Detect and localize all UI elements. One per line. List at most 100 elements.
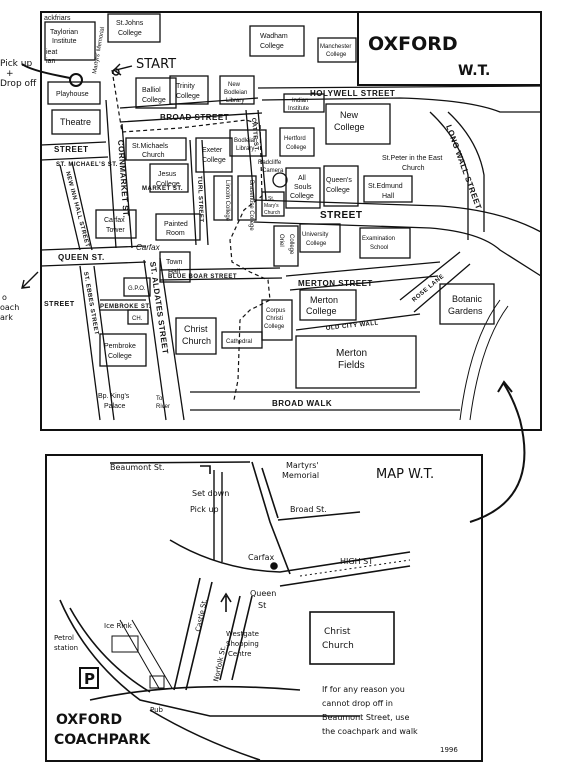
pub-block: [149, 675, 165, 689]
label-jesus-1: Jesus: [158, 171, 177, 178]
label-cathedral: Cathedral: [226, 339, 252, 345]
label-exeter-1: Exeter: [202, 147, 223, 154]
label-merton-college-1: Merton: [310, 295, 338, 305]
label-new-college-2: College: [334, 122, 365, 132]
building-new-college: [325, 103, 391, 145]
street-st-ebbes: [79, 265, 115, 421]
label-carfax: Carfax: [248, 553, 274, 562]
label-new-bodleian-1: New: [228, 82, 241, 88]
label-bodleian-1: Bodleian: [234, 138, 257, 144]
label-st-peter-1: St.Peter in the East: [382, 155, 442, 162]
note-line-3: Beaumont Street, use: [322, 713, 409, 722]
start-arrow-icon: [112, 63, 133, 76]
building-balliol: [135, 77, 177, 109]
field-merton: [295, 335, 417, 389]
label-painted-room-2: Room: [166, 230, 185, 237]
building-town-hall: [159, 251, 191, 283]
christ-church-block: [309, 611, 395, 665]
map-subtitle: W.T.: [458, 63, 490, 79]
building-lincoln: [213, 175, 233, 221]
label-christ-church-1: Christ: [324, 627, 351, 637]
label-balliol-2: College: [142, 97, 166, 104]
label-all-souls-2: Souls: [294, 184, 312, 191]
building-st-marys: [261, 191, 285, 217]
label-radcliffe-1: Radcliffe: [258, 160, 282, 166]
label-pub: Pub: [150, 706, 164, 714]
label-martyrs-1: Martyrs': [286, 461, 319, 470]
building-all-souls: [285, 167, 321, 209]
label-st-michaels-2: Church: [142, 152, 165, 159]
building-ch: [127, 309, 149, 325]
label-wadham-1: Wadham: [260, 33, 288, 40]
high-street-road: [299, 559, 411, 577]
year-label: 1996: [440, 746, 458, 754]
building-corpus-christi: [261, 299, 293, 341]
building-playhouse: [47, 81, 101, 105]
street-label-market: MARKET ST.: [142, 186, 183, 192]
norfolk-street-road: [219, 595, 253, 681]
label-radcliffe-2: Camera: [262, 168, 284, 174]
label-christ-church-2: Church: [322, 641, 354, 651]
label-westgate-2: Shopping: [226, 640, 259, 648]
building-examination: [359, 227, 411, 259]
street-holywell: [257, 85, 542, 113]
label-ch: CH.: [132, 316, 143, 322]
label-examination-2: School: [370, 245, 388, 251]
label-exeter-2: College: [202, 157, 226, 164]
building-st-michaels-church: [125, 137, 187, 161]
note-line-1: If for any reason you: [322, 685, 405, 694]
label-westgate-3: Centre: [228, 650, 251, 658]
castle-street-road: [173, 577, 213, 691]
martyrs-memorial-road: [251, 461, 291, 575]
label-set-down-1: Set down: [192, 489, 229, 498]
walking-route: [111, 69, 271, 401]
street-new-inn-hall: [59, 161, 93, 251]
label-ice-rink: Ice Rink: [104, 622, 133, 630]
street-label-broad: BROAD STREET: [160, 113, 229, 122]
label-all-souls-3: College: [290, 193, 314, 200]
label-examination-1: Examination: [362, 236, 395, 242]
label-martyrs-memorial: Martyrs' Memorial: [92, 27, 106, 75]
label-broad: Broad St.: [290, 505, 327, 514]
label-merton-college-2: College: [306, 306, 337, 316]
label-coachpark-2: COACHPARK: [54, 732, 151, 748]
label-carfax-tower-2: Tower: [106, 227, 125, 234]
street-label-queen: QUEEN ST.: [58, 253, 105, 262]
coach-note-3: ark: [0, 313, 13, 322]
beaumont-street: [109, 461, 251, 464]
label-new-bodleian-3: Library: [226, 98, 244, 104]
street-label-cornmarket: CORNMARKET ST.: [116, 140, 130, 219]
map-title: OXFORD: [368, 33, 458, 55]
parking-sign: [79, 667, 99, 689]
coach-note-1: o: [2, 293, 7, 302]
ring-road: [89, 685, 301, 761]
street-long-wall: [429, 111, 485, 240]
label-queens-2: College: [326, 187, 350, 194]
building-carfax-tower: [95, 209, 137, 239]
label-university-1: University: [302, 232, 328, 238]
building-pembroke: [99, 333, 147, 367]
label-new-bodleian-2: Bodleian: [224, 90, 247, 96]
pickup-note-1: Pick up: [0, 59, 32, 69]
label-ieat: ieat: [46, 49, 57, 56]
label-town-hall-2: Hall: [168, 269, 181, 276]
street-st-michaels: [40, 141, 109, 161]
note-line-4: the coachpark and walk: [322, 727, 418, 736]
title-box: [357, 12, 541, 86]
label-carfax-tower-1: Carfax: [104, 217, 125, 224]
street-high: [253, 199, 542, 277]
street-label-left: STREET: [54, 145, 89, 154]
street-label-bottom-left: STREET: [44, 301, 75, 308]
label-botanic-2: Gardens: [448, 306, 483, 316]
label-town-hall-1: Town: [166, 259, 182, 266]
coachpark-approach: [59, 599, 360, 717]
label-new-college-1: New: [340, 110, 359, 120]
street-broad-walk: [190, 391, 460, 411]
street-label-st-michaels: ST. MICHAEL'S ST.: [56, 162, 118, 168]
street-old-city-wall: [295, 313, 421, 331]
label-to-river-2: River: [156, 404, 170, 410]
drop-off-road: [213, 470, 223, 562]
label-brasenose: Brasenose College: [248, 180, 254, 231]
label-blackfriars: ackfriars: [44, 15, 71, 22]
label-martyrs-2: Memorial: [282, 471, 319, 480]
